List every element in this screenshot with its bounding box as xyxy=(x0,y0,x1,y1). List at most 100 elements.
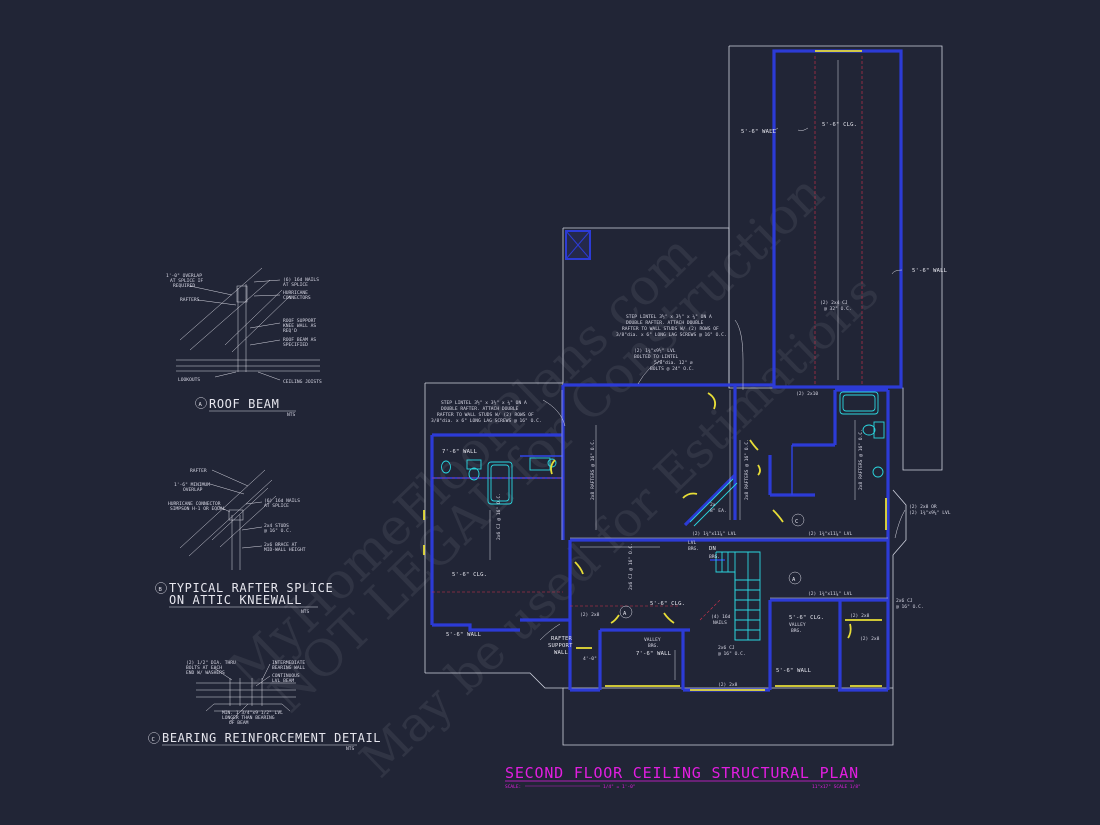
label-wall-5-6-bottom: 5'-6" WALL xyxy=(776,668,812,674)
detail-c-note-4: INTERMEDIATE xyxy=(272,660,305,666)
label-lintel-top-3: RAFTER TO WALL STUDS W/ (2) ROWS OF xyxy=(622,326,719,332)
label-valley-brg-right-2: BRG. xyxy=(791,628,802,634)
label-joists-top: (2) 2x4 CJ xyxy=(820,300,848,306)
detail-roof-beam: 1'-0" OVERLAP AT SPLICE IF REQUIRED (6) … xyxy=(166,267,322,418)
detail-b-note-5: SIMPSON H-1 OR EQUAL xyxy=(170,506,226,512)
detail-b-marker: B xyxy=(159,587,163,593)
label-wall-5-6-left: 5'-6" WALL xyxy=(446,632,482,638)
scale-label: SCALE: xyxy=(505,784,521,790)
label-two-by-eight-2: 8" EA. xyxy=(710,508,727,514)
detail-b-note-6: (6) 16d NAILS xyxy=(264,498,300,504)
detail-a-note-15: CEILING JOISTS xyxy=(283,379,322,385)
label-wall-7-6: 7'-6" WALL xyxy=(442,449,478,455)
label-lvl-bolted-4: BOLTS @ 24" O.C. xyxy=(650,366,694,372)
label-lvl-right-side-2: (2) 1¾"x9¼" LVL xyxy=(909,510,951,516)
detail-b-note-4: HURRICANE CONNECTOR xyxy=(168,501,221,507)
label-brg: BRG. xyxy=(709,554,720,560)
right-bath-fixtures xyxy=(839,391,885,478)
label-lvl-right-side-1: (2) 2x8 OR xyxy=(909,504,937,510)
roof-outline-upper-left xyxy=(563,227,730,388)
detail-c-note-9: LONGER THAN BEARING xyxy=(222,715,275,721)
label-lintel-top-1: STEP LINTEL 3½" x 3½" x ¼" ON A xyxy=(626,313,712,320)
detail-c-note-1: (2) 1/2" DIA. THRU xyxy=(186,660,236,666)
label-header-2x10: (2) 2x10 xyxy=(796,391,818,397)
detail-c-note-10: OF BEAM xyxy=(229,720,249,726)
detail-c-note-2: BOLTS AT EACH xyxy=(186,665,222,671)
scale-value: 1/4" = 1'-0" xyxy=(603,784,636,790)
watermark: MyHomeFloorPlans.com NOT LEGAL for Const… xyxy=(218,164,890,789)
label-nails-1: (4) 16d xyxy=(711,614,731,620)
detail-a-note-3: REQUIRED xyxy=(173,283,195,289)
label-clg-5-6-mid: 5'-6" CLG. xyxy=(650,601,685,607)
detail-a-note-1: 1'-0" OVERLAP xyxy=(166,273,202,279)
detail-a-note-10: KNEE WALL AS xyxy=(283,323,316,329)
detail-c-note-6: CONTINUOUS xyxy=(272,673,300,679)
label-two-by-eight-1: 2x xyxy=(710,502,716,508)
label-cj-right-1: 2x6 CJ xyxy=(896,598,913,604)
label-lintel-left-2: DOUBLE RAFTER. ATTACH DOUBLE xyxy=(441,406,519,412)
label-clg-5-6-left: 5'-6" CLG. xyxy=(452,572,487,578)
label-joists-mid: 2x6 CJ xyxy=(718,645,735,651)
label-lintel-left-4: 3/8"dia. x 6" LONG LAG SCREWS @ 16" O.C. xyxy=(431,418,542,424)
detail-b-note-3: OVERLAP xyxy=(183,487,203,493)
label-lvl-mid-left: (2) 1¾"x11⅞" LVL xyxy=(692,530,736,537)
detail-c-note-3: END W/ WASHERS xyxy=(186,670,225,676)
detail-a-nts: NTS xyxy=(287,412,296,418)
label-lvl-brg-2: BRG. xyxy=(688,546,699,552)
detail-a-marker-circle xyxy=(195,397,207,409)
detail-b-title-1: TYPICAL RAFTER SPLICE xyxy=(169,581,333,595)
detail-c-note-5: BEARING WALL xyxy=(272,665,305,671)
label-joists-center2-v: 2x6 CJ @ 16" O.C. xyxy=(628,543,634,590)
label-lvl-lower-right: (2) 1¾"x11⅞" LVL xyxy=(808,590,852,597)
detail-a-note-2: AT SPLICE IF xyxy=(170,278,203,284)
label-wall-5-6-right: 5'-6" WALL xyxy=(912,268,948,274)
main-title: SECOND FLOOR CEILING STRUCTURAL PLAN xyxy=(505,764,859,782)
section-marker-a-right: A xyxy=(792,577,796,583)
label-header-2x8-b: (2) 2x8 xyxy=(580,612,600,618)
detail-b-nts: NTS xyxy=(301,609,310,615)
label-valley-brg-left-1: VALLEY xyxy=(644,637,661,643)
label-valley-brg-right-1: VALLEY xyxy=(789,622,806,628)
detail-c-marker: C xyxy=(152,737,156,743)
label-lvl-mid-right: (2) 1¾"x11⅞" LVL xyxy=(808,530,852,537)
label-cj-right-2: @ 16" O.C. xyxy=(896,604,924,610)
label-valley-brg-left-2: BRG. xyxy=(648,643,659,649)
detail-a-note-14: LOOKOUTS xyxy=(178,377,200,383)
label-rafter-support-2: SUPPORT xyxy=(548,643,573,649)
detail-c-marker-circle xyxy=(148,732,160,744)
detail-b-note-1: RAFTER xyxy=(190,468,207,474)
label-rafter-support-3: WALL xyxy=(554,650,569,656)
main-title-block: SECOND FLOOR CEILING STRUCTURAL PLAN SCA… xyxy=(505,764,861,790)
detail-a-note-7: CONNECTORS xyxy=(283,295,311,301)
label-joists-center-v: 2x8 RAFTERS @ 16" O.C. xyxy=(744,439,750,500)
scale-note: 11"x17" SCALE 1/8" xyxy=(812,784,861,790)
label-header-2x8-c: (2) 2x8 xyxy=(860,636,880,642)
label-joists-right-v: 2x8 RAFTERS @ 16" O.C. xyxy=(858,429,864,490)
detail-c-nts: NTS xyxy=(346,746,355,752)
detail-a-note-9: ROOF SUPPORT xyxy=(283,318,316,324)
detail-c-title: BEARING REINFORCEMENT DETAIL xyxy=(162,731,381,745)
detail-b-note-2: 1'-6" MINIMUM xyxy=(174,482,210,488)
detail-a-note-13: SPECIFIED xyxy=(283,342,308,348)
detail-b-note-11: MID-WALL HEIGHT xyxy=(264,547,306,553)
detail-b-note-8: 2x4 STUDS xyxy=(264,523,289,529)
stairs xyxy=(715,551,761,641)
label-lvl-bolted-2: BOLTED TO LINTEL xyxy=(634,354,678,360)
left-bath-fixtures xyxy=(441,457,557,505)
detail-b-marker-circle xyxy=(155,582,167,594)
detail-a-note-5: AT SPLICE xyxy=(283,282,308,288)
label-lintel-left-3: RAFTER TO WALL STUDS W/ (2) ROWS OF xyxy=(437,412,534,418)
detail-b-note-9: @ 16" O.C. xyxy=(264,528,292,534)
detail-b-title-2: ON ATTIC KNEEWALL xyxy=(169,593,302,607)
section-marker-c: C xyxy=(795,519,799,525)
label-joists-left-v: 2x6 CJ @ 16" O.C. xyxy=(496,493,502,540)
label-lvl-bolted-1: (2) 1¾"x9½" LVL xyxy=(634,347,676,354)
detail-c-note-8: MIN. 1 3/4"x9 1/2" LVL xyxy=(222,710,283,716)
detail-b-note-10: 2x6 BRACE AT xyxy=(264,542,297,548)
label-dn: DN xyxy=(709,546,716,552)
label-lvl-brg-1: LVL xyxy=(688,540,697,546)
label-nails-2: NAILS xyxy=(713,620,727,626)
label-header-bottom: (2) 2x8 xyxy=(718,682,738,688)
detail-b-note-7: AT SPLICE xyxy=(264,503,289,509)
